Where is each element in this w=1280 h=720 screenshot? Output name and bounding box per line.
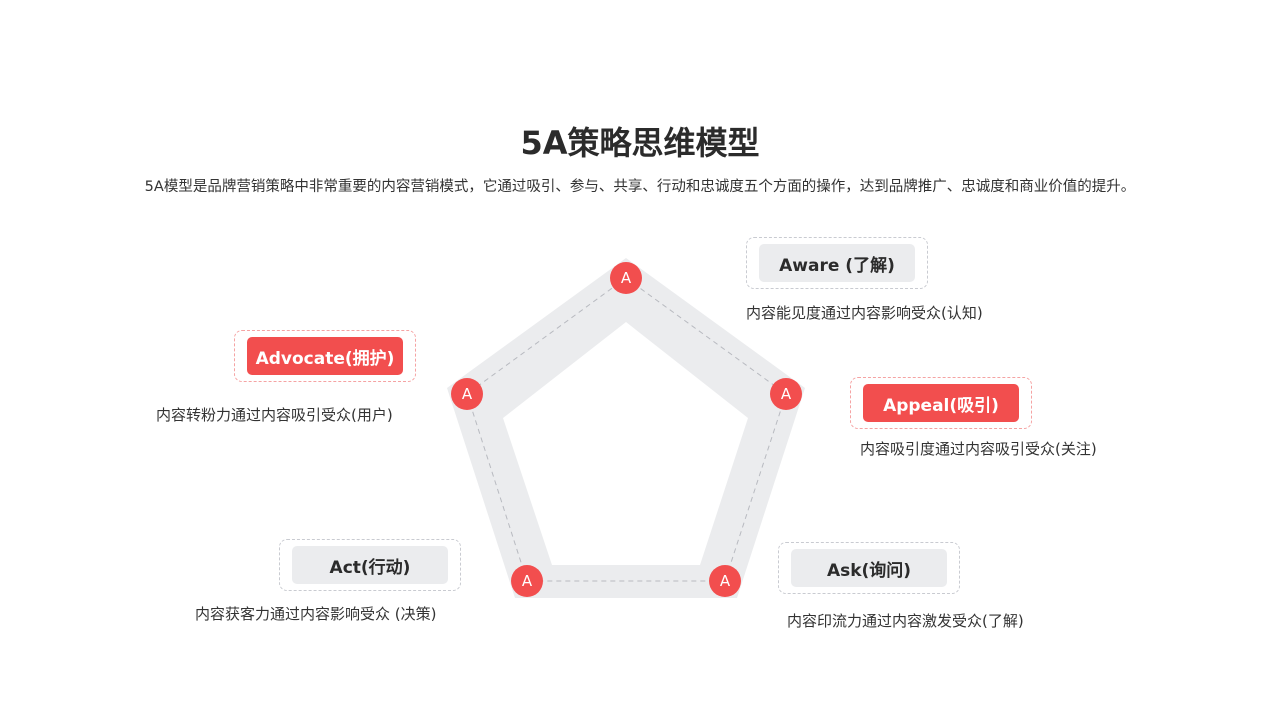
stage-card-aware: Aware (了解): [746, 237, 928, 289]
stage-card-appeal: Appeal(吸引): [850, 377, 1032, 429]
stage-card-advocate: Advocate(拥护): [234, 330, 416, 382]
stage-desc: 内容印流力通过内容激发受众(了解): [787, 612, 1024, 630]
stage-label: Aware (了解): [759, 244, 915, 282]
pentagon-inner: [503, 322, 748, 565]
stage-label: Advocate(拥护): [247, 337, 403, 375]
node-aware: A: [610, 262, 642, 294]
stage-desc: 内容获客力通过内容影响受众 (决策): [195, 605, 437, 623]
stage-desc: 内容能见度通过内容影响受众(认知): [746, 304, 983, 322]
stage-desc: 内容吸引度通过内容吸引受众(关注): [860, 440, 1097, 458]
stage-desc: 内容转粉力通过内容吸引受众(用户): [156, 406, 393, 424]
page-subtitle: 5A模型是品牌营销策略中非常重要的内容营销模式，它通过吸引、参与、共享、行动和忠…: [144, 179, 1136, 195]
stage-label: Ask(询问): [791, 549, 947, 587]
node-appeal: A: [770, 378, 802, 410]
node-ask: A: [709, 565, 741, 597]
pentagon-dashed-outline: [466, 277, 787, 582]
stage-card-act: Act(行动): [279, 539, 461, 591]
stage-label: Act(行动): [292, 546, 448, 584]
stage-card-ask: Ask(询问): [778, 542, 960, 594]
node-advocate: A: [451, 378, 483, 410]
stage-label: Appeal(吸引): [863, 384, 1019, 422]
node-act: A: [511, 565, 543, 597]
page-title: 5A策略思维模型: [520, 124, 760, 162]
